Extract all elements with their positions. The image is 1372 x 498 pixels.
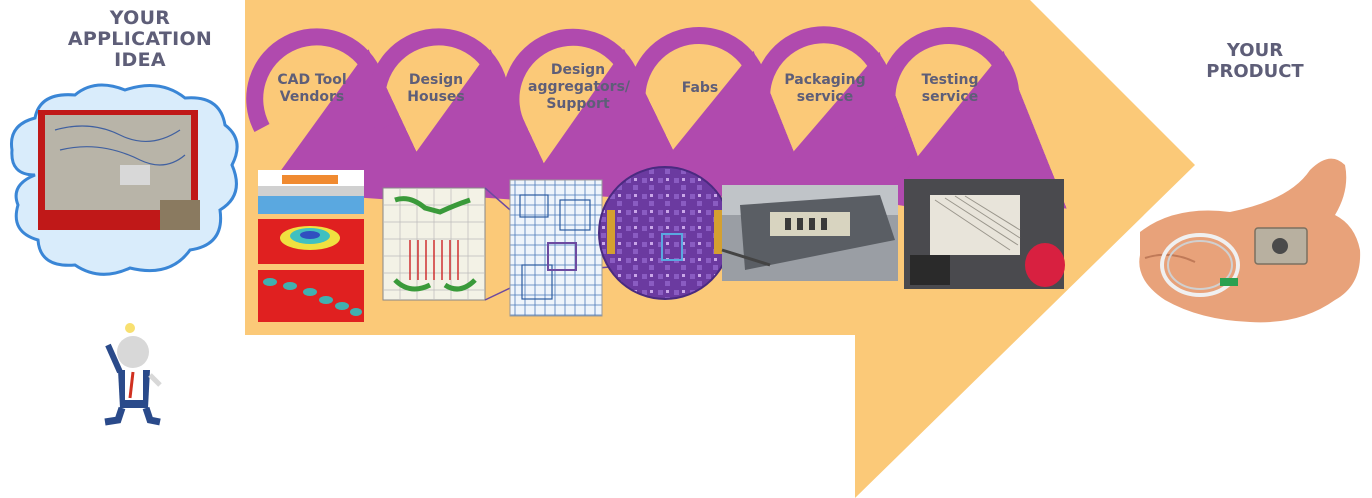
cycle-arrow-4 (628, 26, 817, 209)
wafer-image (598, 166, 732, 300)
stage-label-line: Design (408, 72, 464, 88)
stage-label-design-houses: Design Houses (386, 72, 486, 106)
packaged-module-image (721, 185, 898, 281)
stage-label-line: Packaging (784, 72, 866, 88)
testing-setup-image (904, 179, 1065, 289)
stage-label-line: Fabs (681, 80, 719, 96)
cycle-arrow-2 (368, 28, 563, 203)
prototype-setup-image (38, 110, 200, 230)
chip-layout-image (509, 179, 603, 317)
stage-label-line: Design (550, 62, 606, 78)
stage-label-line: Vendors (279, 89, 345, 105)
stage-label-line: service (796, 89, 854, 105)
right-title-line: PRODUCT (1206, 61, 1304, 82)
cycle-arrows (246, 26, 1067, 212)
right-title-line: YOUR (1226, 40, 1284, 61)
stage-label-design-aggregators: Design aggregators/ Support (528, 62, 631, 113)
left-title: YOUR APPLICATION IDEA (40, 8, 240, 71)
circuit-layout-image (382, 187, 486, 301)
stage-label-cad-tool-vendors: CAD Tool Vendors (262, 72, 362, 106)
stage-label-line: aggregators/ (528, 79, 631, 95)
left-title-line: APPLICATION (67, 28, 213, 50)
cycle-arrow-5 (753, 26, 939, 212)
product-in-hand-image (1139, 158, 1361, 323)
idea-figure-image (104, 323, 162, 426)
stage-label-testing-service: Testing service (900, 72, 1000, 106)
stage-label-line: Houses (407, 89, 465, 105)
left-title-line: YOUR (109, 7, 171, 29)
stage-label-fabs: Fabs (650, 80, 750, 97)
cycle-arrow-3 (502, 28, 699, 202)
stage-label-line: service (921, 89, 979, 105)
stage-label-line: CAD Tool (277, 72, 347, 88)
right-title: YOUR PRODUCT (1170, 40, 1340, 82)
stage-label-line: Support (546, 96, 610, 112)
stage-label-line: Testing (921, 72, 979, 88)
left-title-line: IDEA (114, 49, 166, 71)
cycle-arrow-6 (878, 26, 1067, 209)
stage-label-packaging-service: Packaging service (775, 72, 875, 106)
simulation-plots-image (258, 170, 364, 322)
